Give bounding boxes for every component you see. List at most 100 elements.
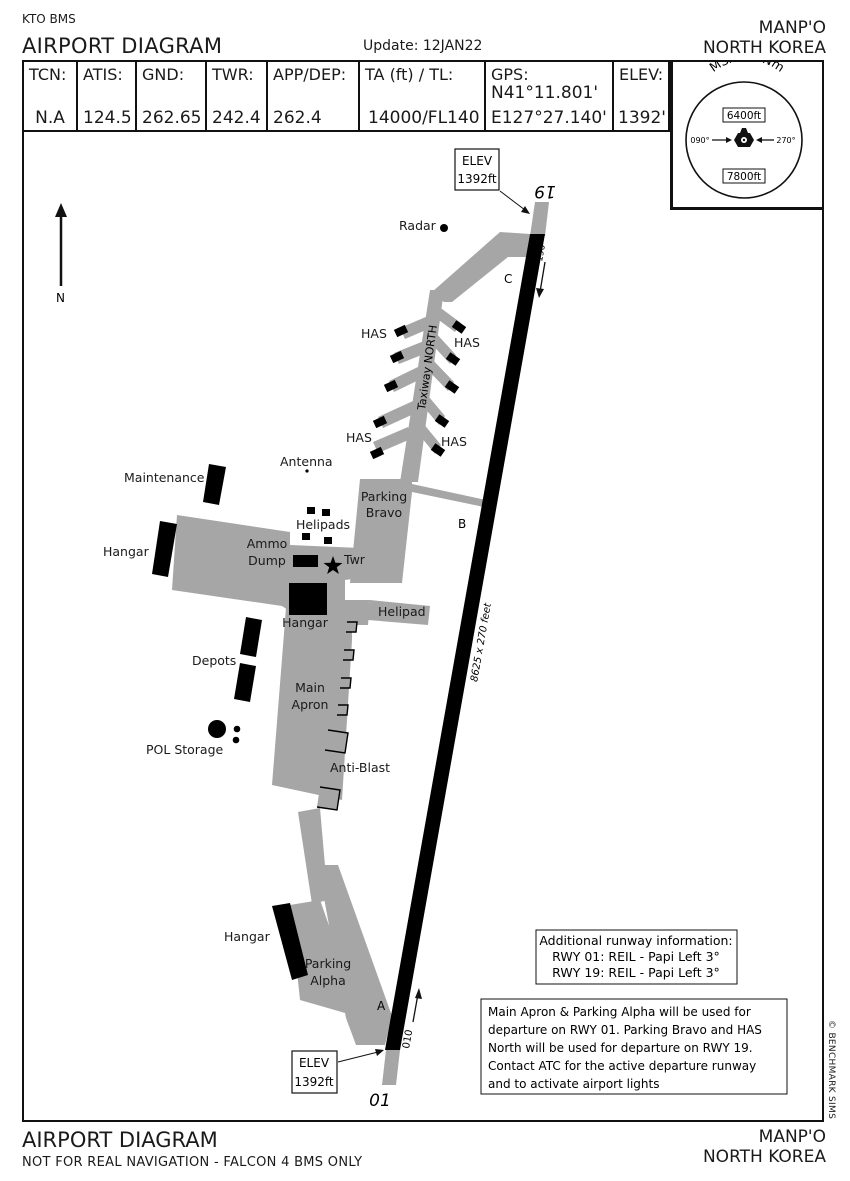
anti-blast-shelter [324, 729, 349, 754]
main-apron-label-2: Apron [292, 697, 329, 712]
footer-airport-name: MANP'O [758, 1127, 826, 1147]
gps-label: GPS: [491, 65, 529, 84]
elev-callout-north [454, 148, 500, 191]
apron-bay [337, 704, 349, 716]
taxiway-a [318, 865, 392, 1045]
has-spur [373, 427, 413, 453]
airport-country: NORTH KOREA [702, 38, 826, 58]
msa-right-arrowhead [756, 137, 762, 143]
msa-circle [685, 81, 803, 199]
diagram-frame [22, 60, 824, 1122]
ops-note-line-5: and to activate airport lights [488, 1077, 659, 1091]
ops-note-line-3: North will be used for departure on RWY … [488, 1041, 753, 1055]
runway-info-01: RWY 01: REIL - Papi Left 3° [552, 949, 720, 964]
runway-overrun-north [530, 202, 549, 236]
pol-storage-tank [233, 725, 241, 733]
tower-icon [323, 556, 343, 574]
footer-disclaimer: NOT FOR REAL NAVIGATION - FALCON 4 BMS O… [22, 1155, 363, 1170]
depot-building [234, 663, 256, 702]
has-label-sw: HAS [346, 430, 372, 445]
has-label-ne: HAS [454, 335, 480, 350]
airport-location: MANP'O NORTH KOREA [703, 18, 826, 58]
depot-building [240, 617, 262, 657]
atis-cell: ATIS: 124.5 [78, 62, 137, 130]
footer-title: AIRPORT DIAGRAM [22, 1128, 218, 1152]
app-dep-label: APP/DEP: [273, 65, 347, 84]
runway-overrun-south [382, 1050, 400, 1085]
elev-north-title: ELEV [462, 154, 493, 168]
pol-storage-tank [232, 736, 240, 744]
has-shelter [369, 446, 385, 460]
heading-arrow-north-icon [415, 988, 422, 999]
atis-value: 124.5 [83, 108, 132, 128]
helipad-pad [322, 509, 330, 516]
has-shelter [434, 414, 450, 428]
elev-callout-south [291, 1050, 338, 1094]
ops-note-line-1: Main Apron & Parking Alpha will be used … [488, 1005, 751, 1019]
has-label-nw: HAS [361, 326, 387, 341]
ops-note-box [480, 998, 788, 1095]
antenna-label: Antenna [280, 454, 333, 469]
tcn-cell: TCN: N.A [24, 62, 78, 130]
runway-info-box [535, 929, 738, 985]
gps-latitude: N41°11.801' [491, 83, 599, 103]
tcn-label: TCN: [29, 65, 67, 84]
gps-block: GPS: N41°11.801' [491, 65, 598, 103]
msa-navaid-icon [734, 128, 754, 147]
has-shelter [445, 352, 461, 366]
twr-label: TWR: [212, 65, 254, 84]
radar-label: Radar [399, 218, 437, 233]
west-hangar-label: Hangar [103, 544, 150, 559]
main-apron [272, 608, 352, 800]
has-shelter [444, 380, 460, 394]
north-label: N [56, 291, 65, 305]
taxiway-c-label: C [504, 272, 512, 286]
taxiway-c [432, 232, 530, 302]
has-spur [424, 357, 454, 391]
gps-longitude: E127°27.140' [491, 108, 607, 128]
parking-alpha-label-2: Alpha [310, 973, 346, 988]
south-hangar-label: Hangar [224, 929, 271, 944]
page-title: AIRPORT DIAGRAM [22, 34, 223, 58]
helipad-pad [302, 533, 310, 540]
elev-label: ELEV: [619, 65, 664, 84]
update-date: Update: 12JAN22 [363, 38, 483, 54]
heading-arrow-south-line [539, 261, 546, 293]
ops-note-line-4: Contact ATC for the active departure run… [488, 1059, 756, 1073]
taxiway-b-label: B [458, 517, 466, 531]
elev-cell: ELEV: 1392' [614, 62, 670, 130]
gnd-label: GND: [142, 65, 185, 84]
parking-bravo [350, 479, 486, 583]
helipad-area [368, 600, 430, 625]
antenna-icon [305, 469, 309, 473]
has-shelter [389, 350, 405, 364]
app-dep-cell: APP/DEP: 262.4 [268, 62, 360, 130]
has-shelter [372, 415, 388, 429]
has-shelter [383, 379, 399, 393]
runway-01-label: 01 [369, 1091, 391, 1111]
apron-bay [343, 649, 355, 661]
elev-south-arrowhead [375, 1049, 384, 1056]
app-dep-value: 262.4 [273, 108, 322, 128]
info-bar-divider [22, 130, 672, 132]
runway-info-19: RWY 19: REIL - Papi Left 3° [552, 965, 720, 980]
gnd-cell: GND: 262.65 [137, 62, 207, 130]
taxiway-a-label: A [377, 999, 386, 1013]
msa-bottom-altitude: 7800ft [727, 171, 761, 183]
anti-blast-label: Anti-Blast [330, 760, 390, 775]
main-apron-label-1: Main [295, 680, 325, 695]
central-hangar [289, 583, 327, 615]
msa-top-sector-box [722, 107, 766, 123]
ta-tl-value: 14000/FL140 [368, 108, 480, 128]
helipad-pad [324, 537, 332, 544]
helipad-label: Helipad [378, 604, 426, 619]
has-shelter [451, 320, 467, 334]
elev-north-arrowhead [521, 206, 530, 214]
footer-airport-country: NORTH KOREA [702, 1147, 826, 1167]
radar-icon [440, 224, 448, 232]
ta-tl-cell: TA (ft) / TL: 14000/FL140 [360, 62, 486, 130]
elev-south-leader [337, 1051, 379, 1063]
elev-north-leader [499, 190, 526, 211]
has-spur [412, 417, 441, 454]
ammo-dump [293, 555, 318, 567]
